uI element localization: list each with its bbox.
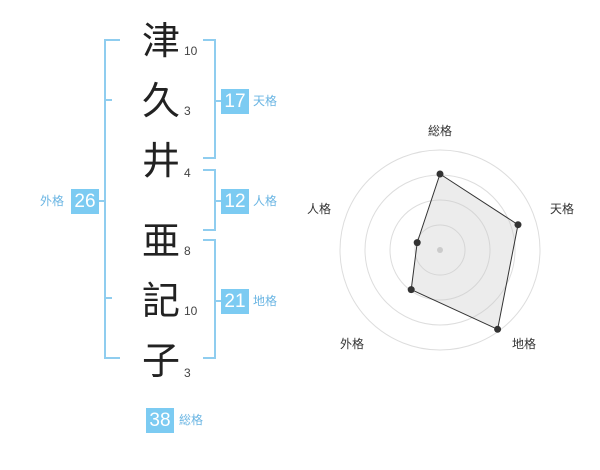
radar-points (407, 170, 522, 333)
radar-label-gaikaku: 外格 (339, 337, 364, 351)
chikaku-label: 地格 (253, 294, 278, 308)
radar-polygon (410, 173, 519, 331)
chikaku-value: 21 (221, 289, 249, 314)
stroke-count-1: 10 (184, 44, 198, 58)
name-char-2: 久 (141, 79, 180, 123)
radar-center (437, 247, 443, 253)
radar-label-jinkaku: 人格 (306, 202, 331, 216)
radar-label-chikaku: 地格 (511, 337, 536, 351)
jinkaku-value: 12 (221, 189, 249, 214)
radar-point-1 (436, 170, 444, 178)
name-char-4: 亜 (141, 219, 180, 263)
radar-ring-1 (414, 224, 466, 276)
tenkaku-label: 天格 (253, 94, 278, 108)
tenkaku-bracket (203, 39, 216, 159)
radar-ring-2 (389, 199, 491, 301)
radar-label-tenkaku: 天格 (549, 202, 574, 216)
name-char-6: 子 (141, 339, 180, 383)
radar-point-3 (494, 325, 502, 333)
tenkaku-value: 17 (221, 89, 249, 114)
name-char-3: 井 (141, 139, 180, 183)
stroke-count-6: 3 (184, 366, 191, 380)
gaikaku-label: 外格 (40, 194, 65, 208)
stroke-count-3: 4 (184, 166, 191, 180)
stroke-count-5: 10 (184, 304, 198, 318)
radar-point-2 (514, 221, 522, 229)
chikaku-bracket (203, 239, 216, 359)
gaikaku-value: 26 (71, 189, 99, 214)
soukaku-label: 総格 (179, 413, 204, 427)
jinkaku-label: 人格 (253, 194, 278, 208)
stroke-count-4: 8 (184, 244, 191, 258)
radar-ring-4 (339, 149, 541, 351)
radar-label-soukaku: 総格 (427, 124, 452, 138)
soukaku-value: 38 (146, 408, 174, 433)
name-char-1: 津 (141, 19, 180, 63)
gaikaku-bracket (104, 39, 120, 359)
radar-point-4 (407, 286, 415, 294)
radar-point-5 (413, 239, 421, 247)
name-char-5: 記 (141, 279, 180, 323)
stroke-count-2: 3 (184, 104, 191, 118)
